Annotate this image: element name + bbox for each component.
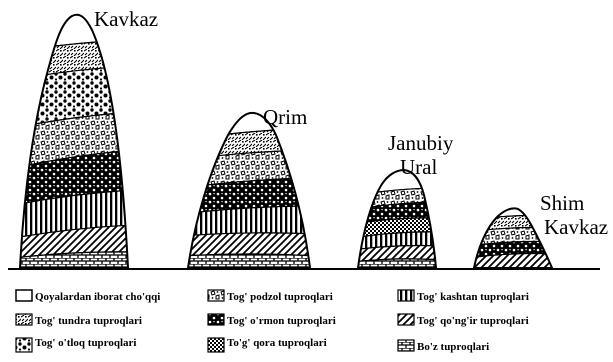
mountains xyxy=(8,0,600,270)
mountain-label-qrim: Qrim xyxy=(263,105,307,129)
legend-swatch-brick xyxy=(398,340,414,351)
legend-label: To'g' qora tuproqlari xyxy=(227,337,327,349)
legend-item-rocky-peaks: Qoyalardan iborat cho'qqi xyxy=(16,290,160,303)
legend-swatch-tundra xyxy=(16,314,32,325)
legend-swatch-ormon xyxy=(208,314,224,325)
legend-swatch-blank xyxy=(16,290,32,301)
legend: Qoyalardan iborat cho'qqi Tog' podzol tu… xyxy=(16,290,529,353)
legend-swatch-podzol xyxy=(208,290,224,301)
legend-label: Tog' qo'ng'ir tuproqlari xyxy=(417,315,529,327)
legend-item-otloq: Tog' o'tloq tuproqlari xyxy=(16,337,136,352)
mountain-label-kavkaz: Kavkaz xyxy=(94,7,158,31)
legend-item-qora: To'g' qora tuproqlari xyxy=(208,337,327,352)
mountain-qrim xyxy=(182,0,316,270)
legend-swatch-otloq xyxy=(16,338,32,352)
legend-label: Tog' tundra tuproqlari xyxy=(35,315,142,327)
legend-item-kashtan: Tog' kashtan tuproqlari xyxy=(398,290,529,303)
mountain-labels: Kavkaz Qrim Janubiy Ural Shim Kavkaz xyxy=(94,7,608,239)
soil-band-blank xyxy=(468,0,558,220)
legend-swatch-qora xyxy=(208,338,224,352)
legend-label: Tog' kashtan tuproqlari xyxy=(417,291,529,303)
legend-swatch-vlines xyxy=(398,290,414,301)
legend-label: Qoyalardan iborat cho'qqi xyxy=(35,291,160,303)
legend-label: Tog' podzol tuproqlari xyxy=(227,291,333,303)
legend-item-ormon: Tog' o'rmon tuproqlari xyxy=(208,314,336,327)
legend-label: Tog' o'tloq tuproqlari xyxy=(35,337,136,349)
soil-band-diag xyxy=(182,233,316,256)
legend-item-podzol: Tog' podzol tuproqlari xyxy=(208,290,333,303)
mountain-label-shim-kavkaz: Shim Kavkaz xyxy=(540,191,608,239)
legend-label: Tog' o'rmon tuproqlari xyxy=(227,315,336,327)
legend-item-qongir: Tog' qo'ng'ir tuproqlari xyxy=(398,314,529,327)
legend-item-tundra: Tog' tundra tuproqlari xyxy=(16,314,142,327)
legend-label: Bo'z tuproqlari xyxy=(417,341,489,353)
legend-swatch-diag xyxy=(398,314,414,325)
legend-item-boz: Bo'z tuproqlari xyxy=(398,340,489,353)
mountain-kavkaz xyxy=(14,0,134,270)
